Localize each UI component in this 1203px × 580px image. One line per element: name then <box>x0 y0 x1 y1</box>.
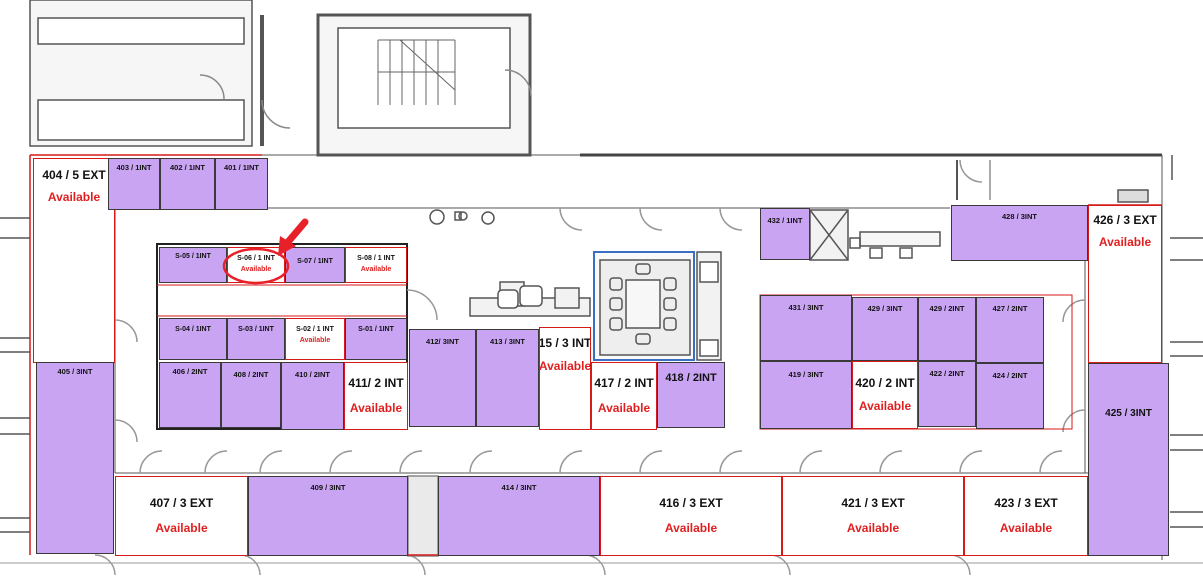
room-s01-label: S-01 / 1INT <box>358 326 394 333</box>
room-401-label: 401 / 1INT <box>223 163 260 172</box>
room-423[interactable]: 423 / 3 EXT Available <box>964 476 1088 556</box>
room-s02-status: Available <box>299 336 331 344</box>
room-410-label: 410 / 2INT <box>294 370 331 379</box>
room-409[interactable]: 409 / 3INT <box>248 476 408 556</box>
room-406[interactable]: 406 / 2INT <box>159 362 221 428</box>
room-412-label: 412/ 3INT <box>426 337 459 346</box>
room-403[interactable]: 403 / 1INT <box>108 158 160 210</box>
room-415[interactable]: 15 / 3 INT Available <box>539 327 591 430</box>
room-426[interactable]: 426 / 3 EXT Available <box>1088 205 1162 363</box>
room-414[interactable]: 414 / 3INT <box>438 476 600 556</box>
room-s03[interactable]: S-03 / 1INT <box>227 318 285 360</box>
room-424-label: 424 / 2INT <box>992 371 1028 380</box>
room-427-label: 427 / 2INT <box>992 304 1028 313</box>
room-s08-status: Available <box>360 265 392 273</box>
room-404-label: 404 / 5 EXT <box>42 168 106 182</box>
room-408-label: 408 / 2INT <box>233 370 269 379</box>
room-411[interactable]: 411/ 2 INT Available <box>344 362 408 430</box>
room-s03-label: S-03 / 1INT <box>238 326 274 333</box>
room-411-status: Available <box>349 400 403 415</box>
room-s04[interactable]: S-04 / 1INT <box>159 318 227 360</box>
room-403-label: 403 / 1INT <box>116 163 152 172</box>
room-405[interactable]: 405 / 3INT <box>36 362 114 554</box>
room-s01[interactable]: S-01 / 1INT <box>345 318 407 360</box>
room-416-status: Available <box>664 520 718 535</box>
room-420[interactable]: 420 / 2 INT Available <box>852 361 918 429</box>
room-414-label: 414 / 3INT <box>501 483 537 492</box>
room-408[interactable]: 408 / 2INT <box>221 362 281 428</box>
room-410[interactable]: 410 / 2INT <box>281 362 344 430</box>
room-s08[interactable]: S-08 / 1 INT Available <box>345 247 407 283</box>
room-421[interactable]: 421 / 3 EXT Available <box>782 476 964 556</box>
room-409-label: 409 / 3INT <box>310 483 346 492</box>
room-s04-label: S-04 / 1INT <box>175 326 211 333</box>
room-s05[interactable]: S-05 / 1INT <box>159 247 227 283</box>
room-429-3int[interactable]: 429 / 3INT <box>852 297 918 361</box>
room-431-label: 431 / 3INT <box>788 303 824 312</box>
room-420-status: Available <box>858 399 912 414</box>
room-402-label: 402 / 1INT <box>169 163 206 172</box>
room-417[interactable]: 417 / 2 INT Available <box>591 362 657 430</box>
room-424[interactable]: 424 / 2INT <box>976 363 1044 429</box>
room-407-status: Available <box>155 520 208 535</box>
room-419-label: 419 / 3INT <box>788 370 824 379</box>
room-415-status: Available <box>539 359 591 374</box>
room-s05-label: S-05 / 1INT <box>175 253 211 260</box>
room-419[interactable]: 419 / 3INT <box>760 361 852 429</box>
room-432[interactable]: 432 / 1INT <box>760 208 810 260</box>
room-s06-status: Available <box>240 265 272 273</box>
room-413[interactable]: 413 / 3INT <box>476 329 539 427</box>
room-429-2int[interactable]: 429 / 2INT <box>918 297 976 361</box>
room-425[interactable]: 425 / 3INT <box>1088 363 1169 556</box>
room-401[interactable]: 401 / 1INT <box>215 158 268 210</box>
room-425-label: 425 / 3INT <box>1105 408 1152 419</box>
room-402[interactable]: 402 / 1INT <box>160 158 215 210</box>
room-417-status: Available <box>597 400 651 415</box>
room-s06-label: S-06 / 1 INT <box>237 255 275 262</box>
room-407[interactable]: 407 / 3 EXT Available <box>115 476 248 556</box>
room-432-label: 432 / 1INT <box>767 216 803 225</box>
room-s06[interactable]: S-06 / 1 INT Available <box>227 247 285 283</box>
room-426-label: 426 / 3 EXT <box>1093 213 1157 227</box>
room-422[interactable]: 422 / 2INT <box>918 361 976 427</box>
room-406-label: 406 / 2INT <box>172 367 208 376</box>
room-s02[interactable]: S-02 / 1 INT Available <box>285 318 345 360</box>
room-s07[interactable]: S-07 / 1INT <box>285 247 345 283</box>
room-407-label: 407 / 3 EXT <box>149 496 214 511</box>
room-s02-label: S-02 / 1 INT <box>296 326 334 333</box>
room-413-label: 413 / 3INT <box>489 337 526 346</box>
room-404[interactable]: 404 / 5 EXT Available <box>33 158 115 363</box>
room-422-label: 422 / 2INT <box>929 369 965 378</box>
room-428-label: 428 / 3INT <box>1001 212 1038 221</box>
room-426-status: Available <box>1098 235 1152 250</box>
room-431[interactable]: 431 / 3INT <box>760 295 852 361</box>
room-417-label: 417 / 2 INT <box>594 376 654 391</box>
room-405-label: 405 / 3INT <box>57 367 93 376</box>
room-428[interactable]: 428 / 3INT <box>951 205 1088 261</box>
room-416[interactable]: 416 / 3 EXT Available <box>600 476 782 556</box>
room-429-2int-label: 429 / 2INT <box>929 304 965 313</box>
room-429-3int-label: 429 / 3INT <box>867 304 903 313</box>
room-s08-label: S-08 / 1 INT <box>357 255 395 262</box>
room-s07-label: S-07 / 1INT <box>297 258 333 265</box>
room-404-status: Available <box>47 190 101 205</box>
room-415-label: 15 / 3 INT <box>539 336 591 350</box>
room-423-status: Available <box>999 520 1053 535</box>
room-411-label: 411/ 2 INT <box>348 376 404 391</box>
room-427[interactable]: 427 / 2INT <box>976 297 1044 363</box>
room-418[interactable]: 418 / 2INT <box>657 362 725 428</box>
room-423-label: 423 / 3 EXT <box>994 496 1058 511</box>
room-420-label: 420 / 2 INT <box>855 375 915 390</box>
room-416-label: 416 / 3 EXT <box>659 496 723 511</box>
room-421-status: Available <box>846 520 900 535</box>
room-421-label: 421 / 3 EXT <box>841 496 905 511</box>
room-418-label: 418 / 2INT <box>665 372 717 384</box>
room-412[interactable]: 412/ 3INT <box>409 329 476 427</box>
